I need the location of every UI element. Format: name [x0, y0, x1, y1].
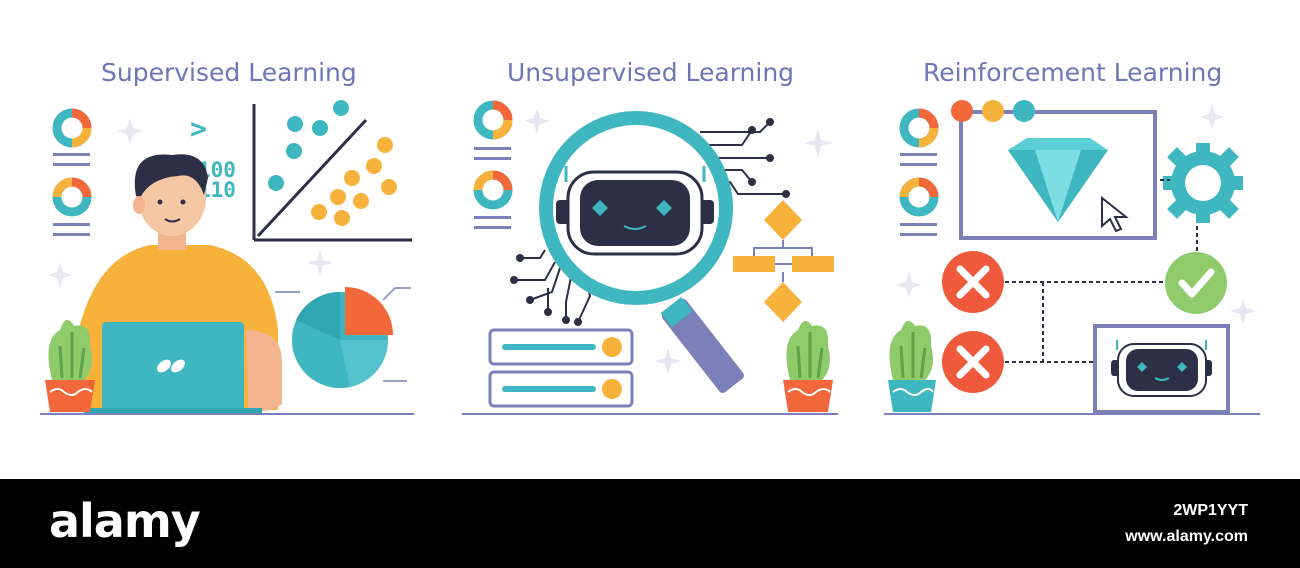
check-icon	[1165, 252, 1227, 314]
plant-icon	[888, 320, 936, 412]
donut-chart-icon	[52, 177, 92, 217]
site-url: www.alamy.com	[1125, 528, 1248, 545]
sparkle-icon	[47, 262, 73, 288]
sparkle-icon	[1199, 104, 1225, 130]
pie-chart-icon	[275, 287, 411, 388]
panel-title-supervised: Supervised Learning	[101, 58, 357, 87]
panel-title-reinforcement: Reinforcement Learning	[923, 58, 1223, 87]
cross-icon	[942, 251, 1004, 313]
donut-chart-icon	[473, 170, 513, 210]
unsupervised-panel	[462, 100, 838, 415]
illustration-canvas: > 100 110	[40, 100, 1260, 415]
sparkle-icon	[307, 250, 333, 276]
greater-than-symbol: >	[190, 112, 207, 145]
reinforcement-panel	[884, 100, 1260, 415]
robot-icon	[556, 166, 714, 256]
watermark-footer	[0, 479, 1300, 568]
robot-icon	[1111, 340, 1212, 397]
sparkle-icon	[1230, 298, 1256, 324]
flowchart-icon	[733, 200, 834, 322]
brand-logo: alamy	[49, 494, 201, 548]
server-icon	[488, 328, 634, 408]
plant-icon	[45, 319, 95, 412]
panel-title-unsupervised: Unsupervised Learning	[507, 58, 795, 87]
cursor-icon	[1101, 195, 1129, 233]
sparkle-icon	[655, 348, 681, 374]
sparkle-icon	[117, 118, 143, 144]
laptop-icon	[84, 322, 262, 414]
gear-icon	[1163, 143, 1243, 223]
plant-icon	[783, 320, 833, 412]
cross-icon	[942, 331, 1004, 393]
scatter-plot-icon	[252, 100, 412, 242]
diamond-icon	[1008, 138, 1108, 222]
supervised-panel: > 100 110	[40, 100, 414, 415]
robot-window	[1093, 324, 1230, 414]
donut-chart-icon	[899, 177, 939, 217]
sparkle-icon	[896, 272, 922, 298]
donut-chart-icon	[473, 100, 513, 140]
sparkle-icon	[524, 108, 550, 134]
donut-chart-icon	[899, 108, 939, 148]
donut-chart-icon	[52, 108, 92, 148]
image-id: 2WP1YYT	[1173, 502, 1248, 519]
sparkle-icon	[803, 128, 833, 158]
browser-window	[951, 100, 1157, 240]
